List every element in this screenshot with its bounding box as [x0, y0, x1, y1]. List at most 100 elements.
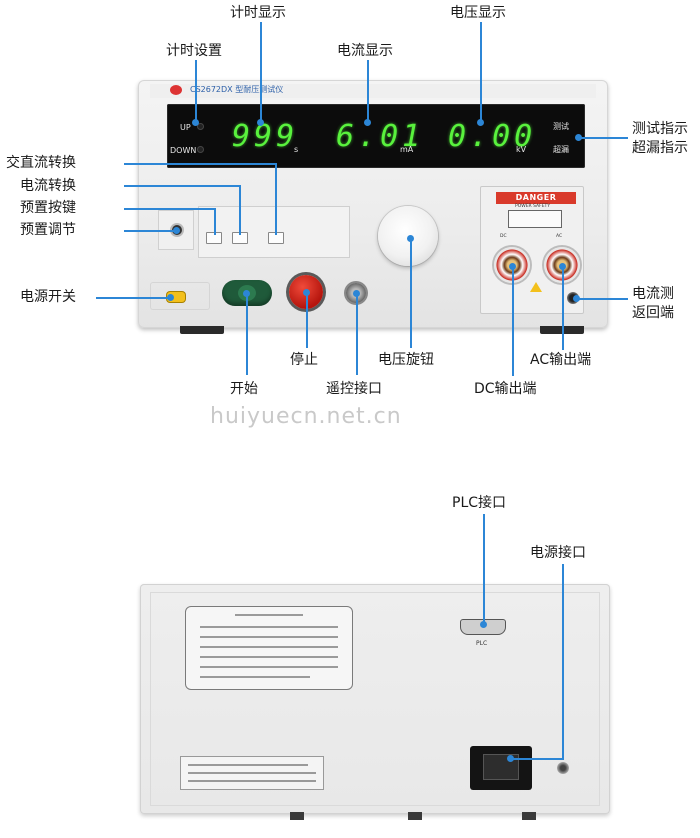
plc-port-label: PLC [476, 640, 488, 647]
leader-preset-key [124, 208, 215, 210]
voltage-unit: kV [516, 145, 527, 154]
up-led-icon [197, 123, 204, 130]
danger-label: DANGER [496, 192, 576, 204]
callout-acdc-switch: 交直流转换 [6, 155, 76, 171]
front-top-strip [150, 84, 596, 98]
leader-dot [559, 263, 566, 270]
current-readout: 6.01 [336, 119, 425, 154]
current-unit: mA [400, 145, 414, 154]
display-panel [167, 104, 585, 168]
notice-title-line [235, 614, 303, 616]
leader-dot [507, 755, 514, 762]
nameplate-line [188, 772, 316, 774]
leader-power-inlet [562, 564, 564, 760]
down-led-icon [197, 146, 204, 153]
leader-dot [303, 289, 310, 296]
rear-foot [408, 812, 422, 820]
up-label: UP [180, 123, 191, 132]
leader-current-switch-v [239, 185, 241, 235]
ground-jack-icon [557, 762, 569, 774]
leader-dc [512, 266, 514, 376]
leader-dot [243, 290, 250, 297]
notice-text-line [200, 666, 338, 668]
callout-test-indicator: 测试指示 [632, 121, 688, 137]
notice-text-line [200, 656, 338, 658]
notice-text-line [200, 626, 338, 628]
leader-timer-setting [195, 60, 197, 122]
callout-current-switch: 电流转换 [20, 178, 76, 194]
leader-dot [167, 294, 174, 301]
leader-acdc [124, 163, 276, 165]
leader-dot [364, 119, 371, 126]
rear-foot [290, 812, 304, 820]
callout-power-inlet: 电源接口 [530, 545, 586, 561]
leader-dot [173, 227, 180, 234]
notice-text-line [200, 636, 338, 638]
brand-logo-icon [170, 85, 182, 95]
callout-plc-port: PLC接口 [452, 495, 507, 511]
callout-current-return-1: 电流测 [632, 286, 674, 302]
nameplate-line [188, 764, 308, 766]
leader-current-return [576, 298, 628, 300]
notice-text-line [200, 646, 338, 648]
leader-indicators [578, 137, 628, 139]
dc-terminal-label: DC [500, 234, 507, 239]
leader-dot [192, 119, 199, 126]
leader-dot [257, 119, 264, 126]
notice-text-line [200, 676, 310, 678]
timer-unit: s [294, 145, 299, 154]
power-safety-switch[interactable]: POWER SAFETY [508, 204, 562, 228]
test-indicator-label: 测试 [553, 122, 569, 131]
leader-knob [410, 238, 412, 348]
front-foot-left [180, 326, 224, 334]
watermark-text: huiyuecn.net.cn [210, 404, 402, 429]
leader-power-inlet-h [510, 758, 563, 760]
ac-terminal-label: AC [556, 234, 563, 239]
callout-timer-display: 计时显示 [230, 5, 286, 21]
leader-dot [575, 134, 582, 141]
callout-current-display: 电流显示 [337, 43, 393, 59]
power-frame [150, 282, 210, 310]
callout-power-switch: 电源开关 [20, 289, 76, 305]
leader-preset-key-v [214, 208, 216, 235]
nameplate-line [188, 780, 316, 782]
leader-start [246, 293, 248, 375]
warning-triangle-icon [530, 282, 542, 292]
leader-current-display [367, 60, 369, 122]
leader-plc [483, 514, 485, 624]
callout-start: 开始 [230, 381, 258, 397]
leader-power [96, 297, 170, 299]
callout-ac-output: AC输出端 [530, 352, 592, 368]
leader-preset-adjust [124, 230, 176, 232]
leader-dot [477, 119, 484, 126]
rear-inner-frame [150, 592, 600, 806]
timer-readout: 999 [232, 119, 299, 154]
callout-voltage-display: 电压显示 [450, 5, 506, 21]
callout-remote-port: 遥控接口 [326, 381, 382, 397]
leader-dot [407, 235, 414, 242]
callout-dc-output: DC输出端 [474, 381, 537, 397]
leader-stop [306, 292, 308, 348]
voltage-readout: 0.00 [448, 119, 537, 154]
callout-preset-adjust: 预置调节 [20, 222, 76, 238]
model-label: CS2672DX 型耐压测试仪 [190, 85, 284, 94]
leader-remote [356, 293, 358, 375]
power-safety-label: POWER SAFETY [515, 204, 551, 209]
leader-dot [573, 295, 580, 302]
down-label: DOWN [170, 146, 197, 155]
leader-dot [480, 621, 487, 628]
leader-current-switch [124, 185, 240, 187]
leader-voltage-display [480, 22, 482, 122]
callout-stop: 停止 [290, 352, 318, 368]
leak-indicator-label: 超漏 [553, 145, 569, 154]
rear-foot [522, 812, 536, 820]
leader-acdc-v [275, 163, 277, 235]
leader-ac [562, 266, 564, 350]
callout-current-return-2: 返回端 [632, 305, 674, 321]
callout-voltage-knob: 电压旋钮 [378, 352, 434, 368]
callout-leak-indicator: 超漏指示 [632, 140, 688, 156]
callout-timer-setting: 计时设置 [166, 43, 222, 59]
power-switch-button[interactable] [167, 292, 185, 302]
leader-dot [509, 263, 516, 270]
callout-preset-key: 预置按键 [20, 200, 76, 216]
